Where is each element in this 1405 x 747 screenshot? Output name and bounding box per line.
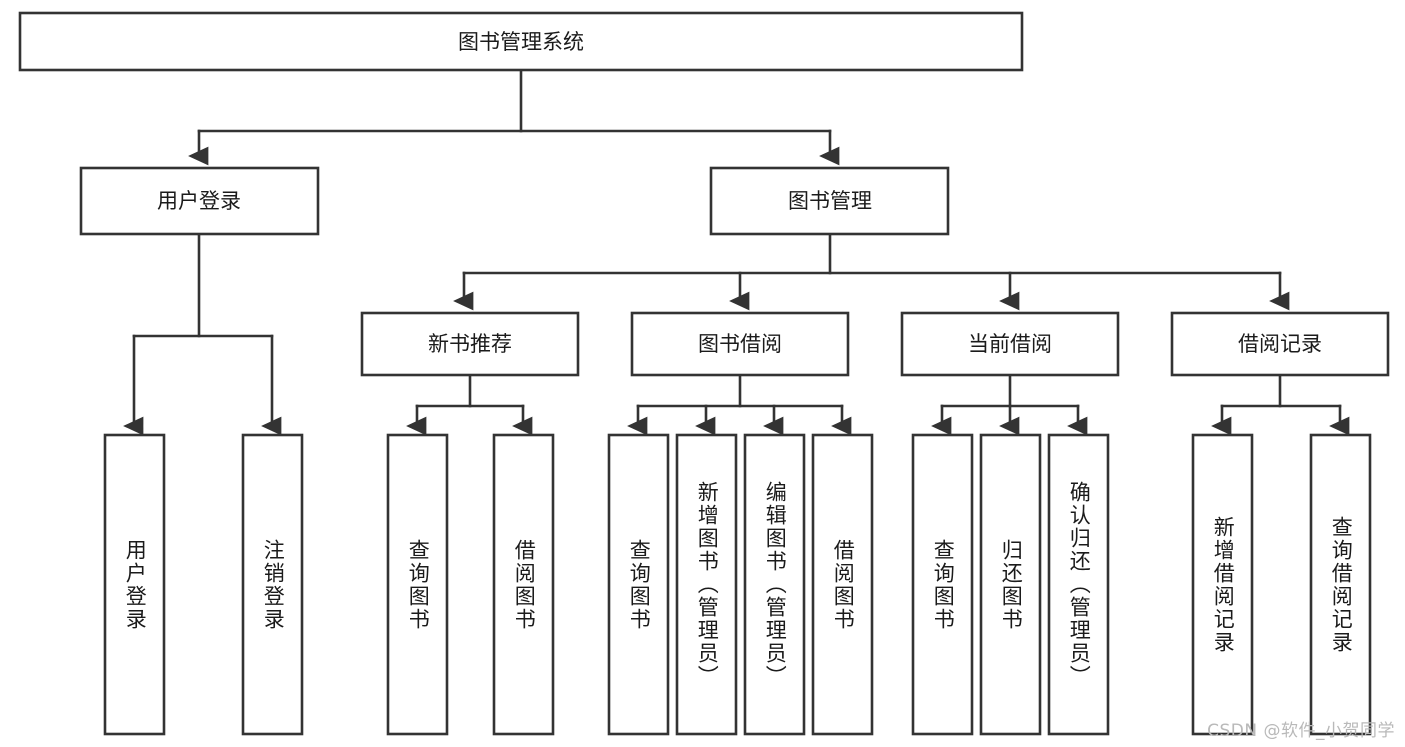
node-label-book-borrow: 图书借阅 — [698, 332, 782, 356]
edge-group-current-borrow — [931, 373, 1088, 436]
edge-group-borrow-record — [1211, 373, 1350, 436]
edge-group-book-manage — [453, 232, 1290, 311]
node-label-current-borrow: 当前借阅 — [968, 332, 1052, 356]
leaf-node-record-add[interactable] — [1191, 433, 1254, 736]
node-label-user-login: 用户登录 — [157, 189, 241, 213]
node-label-root: 图书管理系统 — [458, 30, 584, 54]
leaf-node-user-login-logout[interactable] — [241, 433, 304, 736]
leaf-node-record-query[interactable] — [1309, 433, 1372, 736]
leaf-node-current-confirm[interactable] — [1047, 433, 1110, 736]
node-book-borrow[interactable]: 图书借阅 — [630, 311, 850, 377]
node-borrow-record[interactable]: 借阅记录 — [1170, 311, 1390, 377]
leaf-node-current-return[interactable] — [979, 433, 1042, 736]
node-new-book-recommend[interactable]: 新书推荐 — [360, 311, 580, 377]
leaf-node-new-book-query[interactable] — [386, 433, 449, 736]
node-book-manage[interactable]: 图书管理 — [709, 166, 950, 236]
leaf-node-borrow-edit[interactable] — [743, 433, 806, 736]
node-label-new-book-recommend: 新书推荐 — [428, 332, 512, 356]
edge-group-user-login — [123, 232, 282, 436]
leaf-node-new-book-borrow[interactable] — [492, 433, 555, 736]
leaf-node-user-login-login[interactable] — [103, 433, 166, 736]
node-label-borrow-record: 借阅记录 — [1238, 332, 1322, 356]
edge-group-root — [188, 68, 840, 166]
edge-group-book-borrow — [627, 373, 852, 436]
leaf-node-current-query[interactable] — [911, 433, 974, 736]
leaf-node-borrow-add[interactable] — [675, 433, 738, 736]
node-label-book-manage: 图书管理 — [788, 189, 872, 213]
node-current-borrow[interactable]: 当前借阅 — [900, 311, 1120, 377]
node-user-login[interactable]: 用户登录 — [79, 166, 320, 236]
node-root-system[interactable]: 图书管理系统 — [18, 11, 1024, 72]
leaf-node-borrow-lend[interactable] — [811, 433, 874, 736]
leaf-node-borrow-query[interactable] — [607, 433, 670, 736]
watermark-text: CSDN @软件_小贺同学 — [1207, 721, 1395, 741]
edge-group-new-book — [406, 373, 533, 436]
